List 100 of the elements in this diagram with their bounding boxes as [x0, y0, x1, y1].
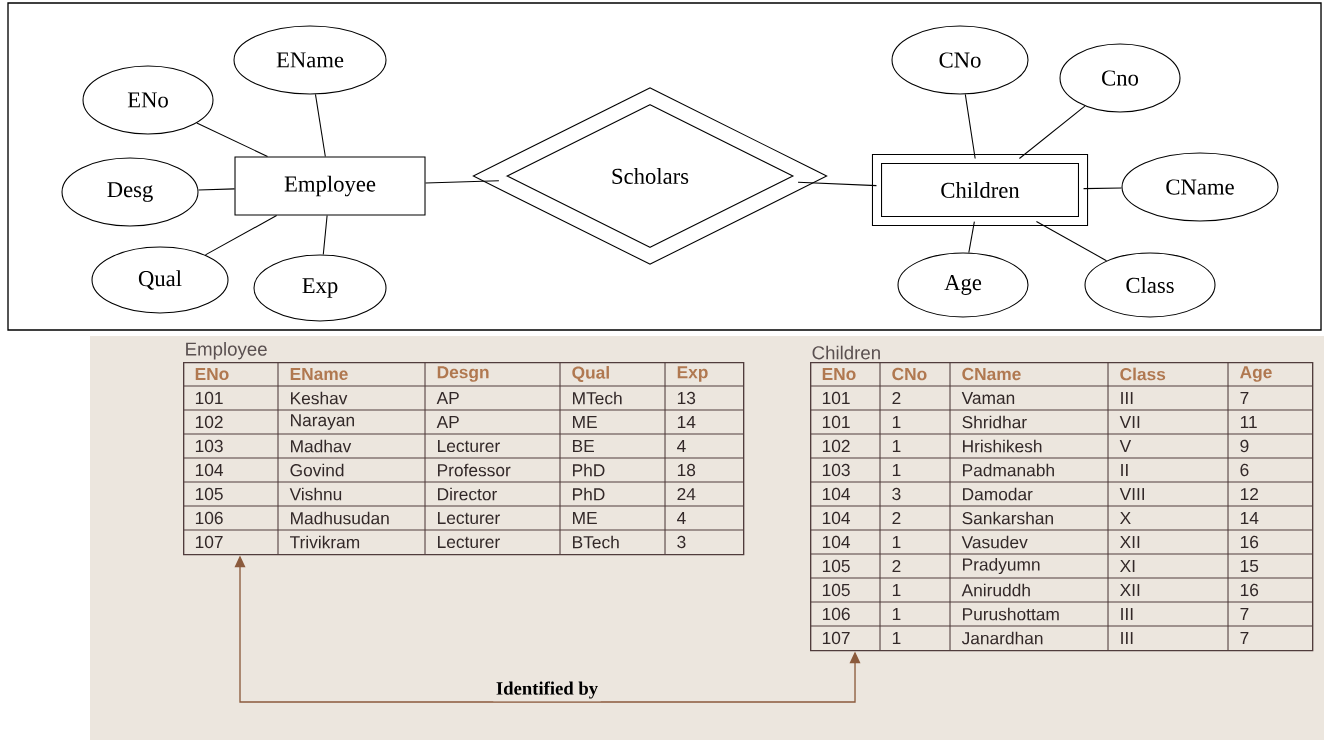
table-header: Desgn: [437, 366, 489, 382]
table-cell: III: [1121, 632, 1133, 644]
table-cell: 1: [892, 608, 901, 620]
table-cell: Vaman: [961, 391, 1015, 405]
table-header: Age: [1240, 366, 1272, 382]
table-header: CNo: [892, 367, 927, 381]
table-cell: Shridhar: [962, 415, 1027, 429]
table-cell: 4: [677, 440, 686, 452]
table-cell: XII: [1120, 536, 1140, 548]
table-cell: Damodar: [963, 487, 1033, 501]
table-cell: 103: [822, 463, 850, 477]
table-cell: Hrishikesh: [963, 439, 1042, 453]
connector-line: [314, 93, 326, 157]
table-cell: 106: [822, 607, 850, 621]
table-cell: Narayan: [291, 414, 354, 430]
table-cell: ME: [573, 512, 597, 524]
table-cell: BTech: [573, 535, 619, 549]
table-cell: 24: [677, 487, 696, 501]
table-header: ENo: [195, 367, 229, 381]
table-cell: 103: [195, 439, 223, 453]
table-cell: 16: [1240, 535, 1259, 549]
connector-line: [425, 180, 500, 184]
table-cell: 107: [822, 631, 850, 645]
table-cell: 11: [1240, 416, 1257, 428]
data-table: [183, 362, 745, 556]
table-cell: 1: [892, 464, 901, 476]
connector-line: [204, 215, 278, 256]
table-title: Children: [812, 345, 880, 360]
table-cell: Sankarshan: [962, 511, 1053, 525]
table-cell: Purushottam: [963, 607, 1059, 621]
table-header: EName: [290, 367, 348, 381]
table-cell: BE: [573, 440, 594, 452]
table-cell: 105: [822, 559, 850, 573]
table-cell: Janardhan: [961, 631, 1043, 645]
table-title: Employee: [186, 342, 267, 360]
edge-label: Identified by: [493, 678, 601, 702]
table-cell: 105: [822, 583, 850, 597]
table-cell: 1: [892, 440, 901, 452]
table-cell: 1: [892, 416, 901, 428]
table-cell: PhD: [573, 487, 605, 501]
table-cell: 3: [892, 487, 901, 501]
table-header: Exp: [677, 366, 708, 382]
table-cell: Pradyumn: [963, 557, 1040, 575]
table-cell: Lecturer: [438, 511, 500, 525]
table-cell: 104: [822, 511, 850, 525]
table-cell: Govind: [290, 463, 344, 477]
table-cell: ME: [573, 416, 597, 428]
table-cell: 13: [677, 391, 696, 405]
connector-line: [322, 215, 328, 256]
weak-entity-box: Children: [871, 153, 1089, 227]
table-cell: Lecturer: [438, 439, 500, 453]
table-cell: X: [1120, 512, 1131, 524]
table-cell: 101: [195, 391, 223, 405]
table-cell: Trivikram: [290, 535, 360, 549]
table-cell: 3: [677, 535, 686, 549]
table-cell: 14: [1240, 512, 1259, 524]
connector-line: [1035, 221, 1108, 262]
table-header: Class: [1120, 367, 1166, 381]
table-cell: 18: [677, 463, 696, 477]
table-cell: 15: [1240, 559, 1259, 573]
connector-line: [1018, 105, 1086, 159]
table-cell: 9: [1240, 439, 1249, 453]
table-cell: Keshav: [291, 391, 348, 405]
table-cell: V: [1119, 440, 1132, 452]
table-cell: AP: [436, 392, 459, 404]
table-cell: VII: [1119, 416, 1140, 428]
table-cell: III: [1121, 608, 1133, 620]
table-cell: 101: [822, 415, 850, 429]
table-cell: 7: [1240, 632, 1249, 644]
table-cell: 7: [1240, 392, 1249, 404]
table-cell: 104: [822, 535, 850, 549]
table-cell: Madhav: [291, 439, 352, 453]
table-header: ENo: [822, 367, 856, 381]
table-cell: 1: [892, 632, 901, 644]
table-cell: 102: [822, 439, 850, 453]
table-cell: Vasudev: [961, 535, 1028, 549]
table-cell: 102: [195, 415, 223, 429]
table-header: Qual: [572, 366, 609, 382]
table-cell: 2: [892, 559, 901, 573]
table-cell: XI: [1120, 560, 1135, 572]
table-cell: Madhusudan: [291, 511, 389, 525]
connector-line: [197, 188, 235, 191]
connector-line: [968, 221, 975, 254]
table-cell: VIII: [1119, 488, 1145, 500]
table-cell: 1: [892, 584, 901, 596]
table-cell: 4: [677, 512, 686, 524]
table-cell: MTech: [573, 391, 622, 405]
table-cell: 2: [892, 391, 901, 405]
table-cell: Director: [438, 487, 497, 501]
table-cell: AP: [436, 416, 459, 428]
table-cell: 6: [1240, 463, 1249, 477]
table-cell: 1: [892, 536, 901, 548]
connector-line: [797, 181, 877, 187]
table-cell: Padmanabh: [963, 463, 1054, 477]
table-cell: PhD: [573, 463, 605, 477]
table-cell: 104: [195, 463, 223, 477]
connector-line: [964, 93, 976, 159]
table-cell: 104: [822, 487, 850, 501]
table-cell: 7: [1240, 608, 1249, 620]
entity-box: Employee: [234, 156, 426, 216]
